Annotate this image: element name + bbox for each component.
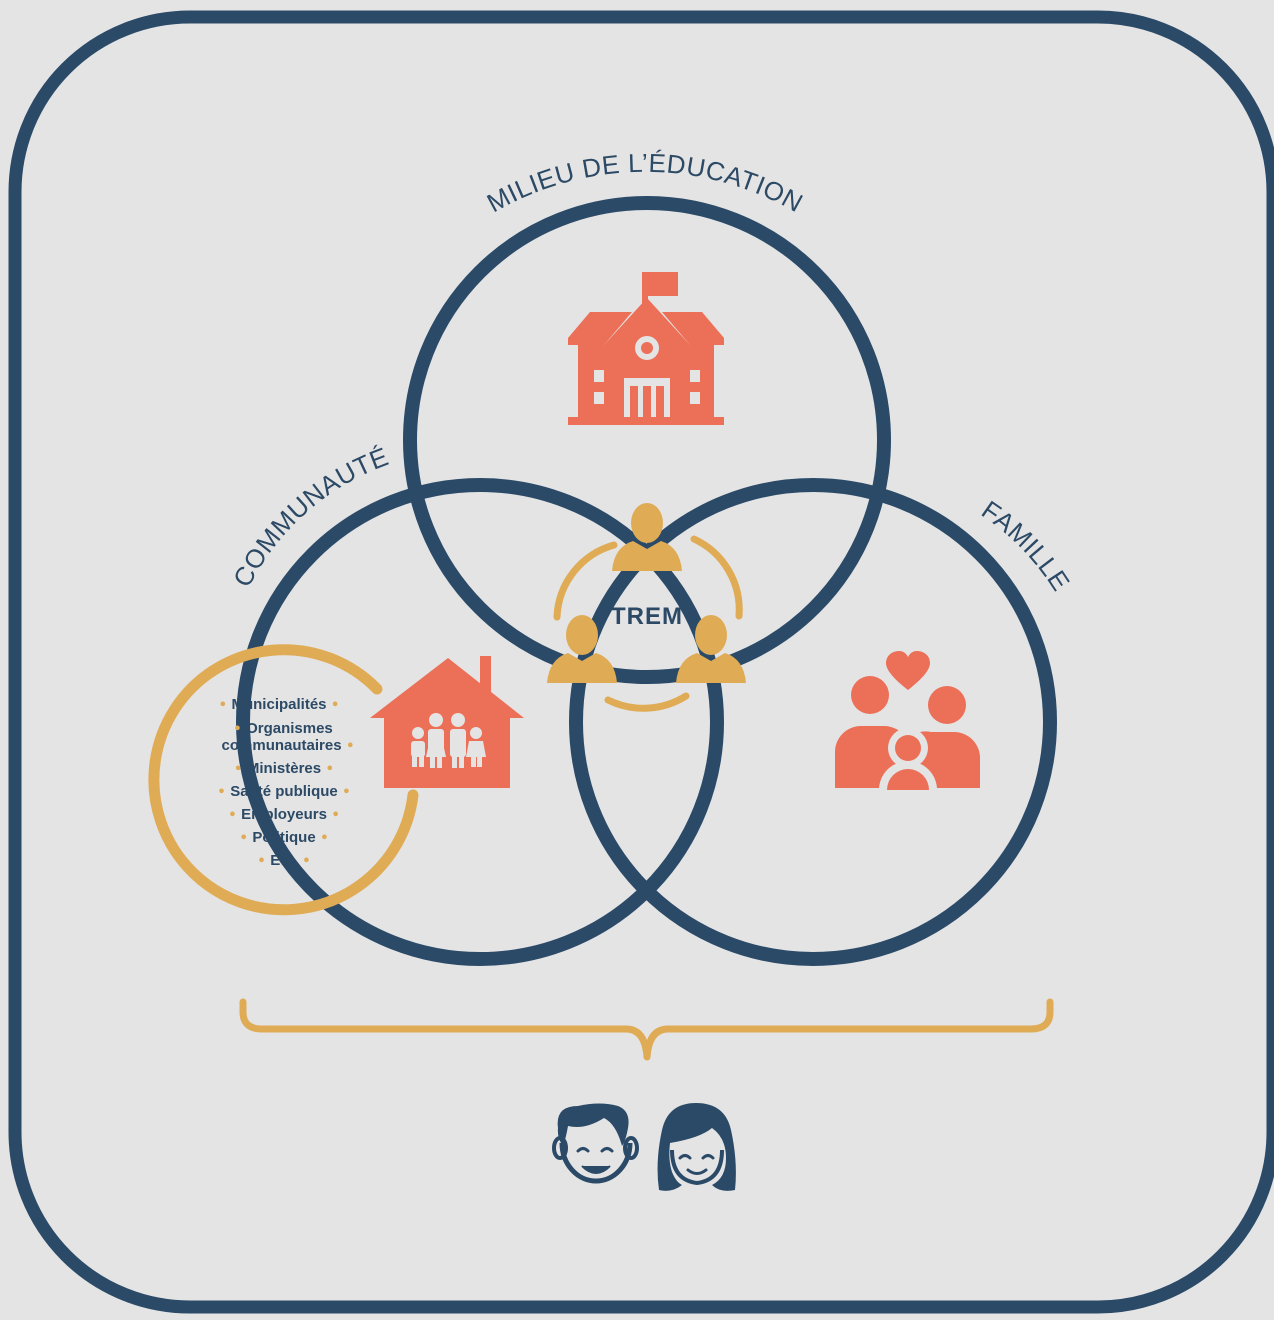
list-item: • Etc. • (257, 852, 310, 869)
team-people-icon (547, 503, 746, 712)
list-item: • Municipalités • (219, 696, 340, 713)
community-list: • Municipalités • • Organismes communaut… (217, 696, 354, 869)
girl-face-icon (657, 1103, 736, 1191)
list-item: • Santé publique • (217, 783, 350, 800)
list-item: • Organismes (233, 720, 333, 737)
outer-frame (8, 10, 1274, 1314)
family-house-icon (370, 656, 524, 788)
education-circle (403, 196, 891, 684)
community-circle (236, 478, 724, 966)
list-item: • Politique • (239, 829, 328, 846)
school-building-icon (568, 272, 724, 425)
list-item: • Ministères • (234, 760, 334, 777)
list-item: • Employeurs • (228, 806, 340, 823)
curly-brace (239, 998, 1054, 1061)
list-item: communautaires • (222, 737, 355, 754)
community-list-ring (148, 644, 419, 916)
family-circle (569, 478, 1057, 966)
center-label: TREM (611, 603, 683, 630)
family-heart-icon (835, 651, 980, 790)
boy-face-icon (552, 1103, 639, 1184)
